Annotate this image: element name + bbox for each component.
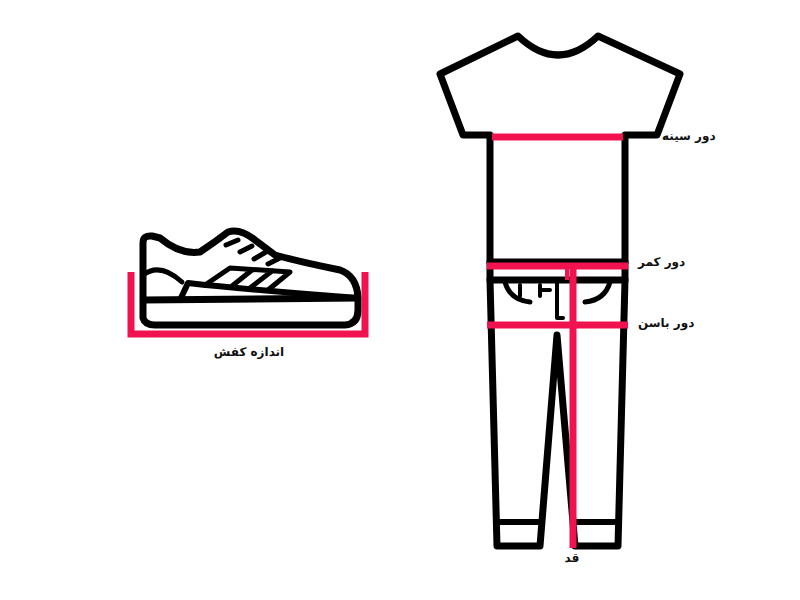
shoe-heel-line bbox=[143, 270, 182, 282]
shirt-outline bbox=[440, 36, 680, 262]
cuff-line bbox=[496, 519, 619, 525]
shoe-laces bbox=[226, 240, 280, 264]
pocket-mark bbox=[520, 285, 550, 296]
measurement-label: اندازه کفش bbox=[214, 345, 284, 359]
waist-line bbox=[487, 263, 628, 270]
measurement-label: دور سینه bbox=[662, 129, 716, 143]
measurement-label: دور باسن bbox=[638, 316, 694, 330]
length-marker bbox=[565, 266, 569, 280]
trousers-outline bbox=[490, 280, 625, 546]
hip-line bbox=[487, 322, 628, 329]
shoe-upper bbox=[143, 231, 358, 300]
chest-line bbox=[492, 134, 623, 141]
fly-line bbox=[557, 282, 563, 318]
measurement-label: دور کمر bbox=[638, 255, 685, 269]
measurement-label: قد bbox=[565, 551, 580, 565]
length-line bbox=[570, 266, 577, 548]
shoe-sole bbox=[143, 300, 358, 325]
shoe-bracket bbox=[131, 272, 365, 334]
shoe-stripes bbox=[205, 268, 290, 290]
